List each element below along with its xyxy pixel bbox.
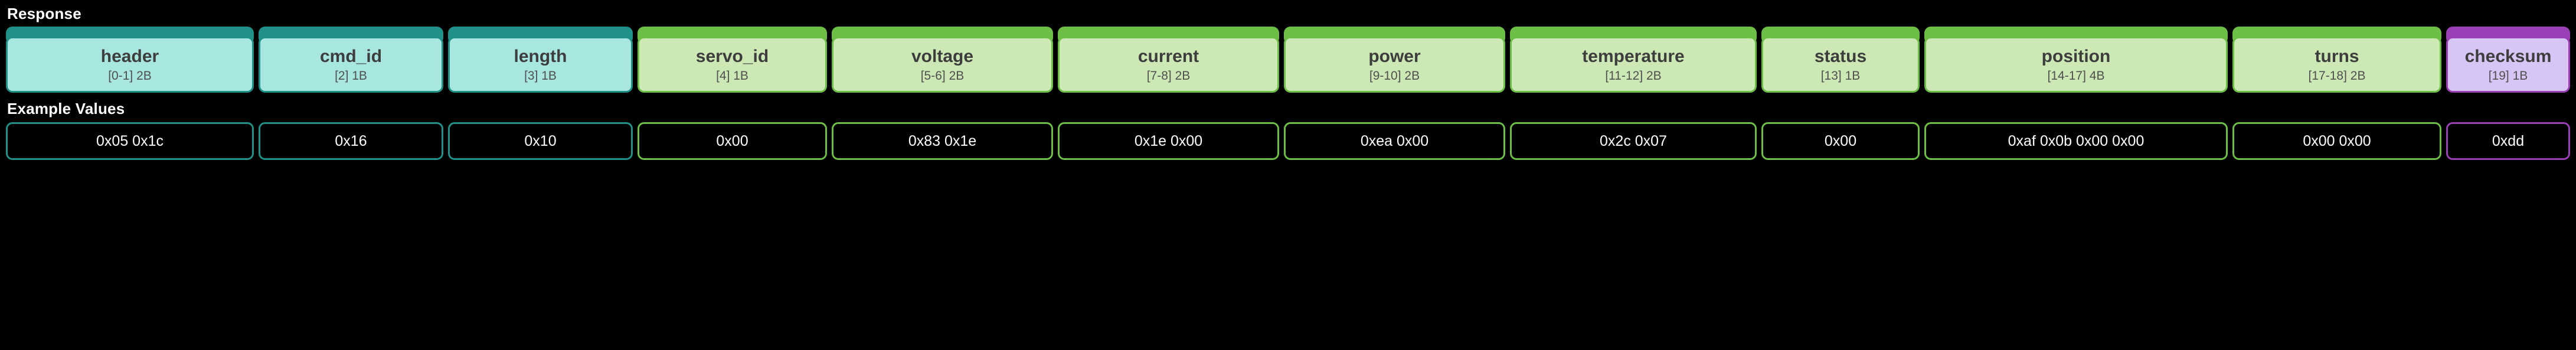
- field-body: cmd_id[2] 1B: [259, 37, 443, 93]
- example-value-text: 0x00: [1824, 132, 1857, 149]
- field-byte-range-label: [13] 1B: [1820, 68, 1861, 83]
- field-body: length[3] 1B: [448, 37, 633, 93]
- example-values-row: 0x05 0x1c 0x16 0x10 0x00 0x83 0x1e 0x1e 0x00 0…: [6, 122, 2570, 160]
- packet-field-turns: turns[17-18] 2B: [2232, 27, 2441, 93]
- example-value-turns: 0x00 0x00: [2232, 122, 2441, 160]
- example-value-status: 0x00: [1761, 122, 1920, 160]
- field-byte-range-label: [19] 1B: [2488, 68, 2528, 83]
- field-name-label: power: [1368, 47, 1421, 67]
- field-name-label: checksum: [2464, 47, 2552, 67]
- example-value-voltage: 0x83 0x1e: [832, 122, 1053, 160]
- example-value-text: 0x05 0x1c: [96, 132, 164, 149]
- field-byte-range-label: [17-18] 2B: [2308, 68, 2366, 83]
- example-value-text: 0x10: [524, 132, 557, 149]
- field-name-label: servo_id: [695, 47, 769, 67]
- response-section-title: Response: [7, 5, 81, 22]
- field-body: header[0-1] 2B: [6, 37, 254, 93]
- example-value-temperature: 0x2c 0x07: [1510, 122, 1757, 160]
- example-value-length: 0x10: [448, 122, 633, 160]
- field-name-label: status: [1814, 47, 1867, 67]
- field-byte-range-label: [9-10] 2B: [1369, 68, 1420, 83]
- packet-field-temperature: temperature[11-12] 2B: [1510, 27, 1757, 93]
- example-value-power: 0xea 0x00: [1284, 122, 1505, 160]
- field-body: power[9-10] 2B: [1284, 37, 1505, 93]
- packet-field-servo_id: servo_id[4] 1B: [638, 27, 827, 93]
- packet-field-length: length[3] 1B: [448, 27, 633, 93]
- example-value-text: 0xea 0x00: [1360, 132, 1429, 149]
- field-name-label: temperature: [1582, 47, 1685, 67]
- field-byte-range-label: [14-17] 4B: [2047, 68, 2105, 83]
- field-name-label: voltage: [911, 47, 974, 67]
- example-values-section-title: Example Values: [7, 100, 125, 117]
- field-byte-range-label: [0-1] 2B: [108, 68, 152, 83]
- example-value-cmd_id: 0x16: [259, 122, 443, 160]
- example-value-text: 0x00: [716, 132, 748, 149]
- example-value-text: 0xdd: [2492, 132, 2525, 149]
- example-value-position: 0xaf 0x0b 0x00 0x00: [1924, 122, 2228, 160]
- example-value-current: 0x1e 0x00: [1058, 122, 1279, 160]
- field-body: voltage[5-6] 2B: [832, 37, 1053, 93]
- example-value-text: 0x1e 0x00: [1134, 132, 1203, 149]
- field-name-label: cmd_id: [319, 47, 383, 67]
- field-body: checksum[19] 1B: [2446, 37, 2570, 93]
- packet-field-position: position[14-17] 4B: [1924, 27, 2228, 93]
- example-value-checksum: 0xdd: [2446, 122, 2570, 160]
- field-name-label: length: [514, 47, 567, 67]
- example-value-text: 0x00 0x00: [2303, 132, 2371, 149]
- packet-field-cmd_id: cmd_id[2] 1B: [259, 27, 443, 93]
- field-byte-range-label: [2] 1B: [335, 68, 367, 83]
- field-byte-range-label: [5-6] 2B: [920, 68, 965, 83]
- field-name-label: turns: [2315, 47, 2359, 67]
- field-byte-range-label: [11-12] 2B: [1605, 68, 1662, 83]
- field-name-label: current: [1137, 47, 1199, 67]
- packet-field-status: status[13] 1B: [1761, 27, 1920, 93]
- example-value-text: 0xaf 0x0b 0x00 0x00: [2008, 132, 2145, 149]
- packet-field-power: power[9-10] 2B: [1284, 27, 1505, 93]
- field-byte-range-label: [3] 1B: [524, 68, 557, 83]
- packet-field-checksum: checksum[19] 1B: [2446, 27, 2570, 93]
- field-name-label: position: [2041, 47, 2111, 67]
- example-value-text: 0x16: [335, 132, 367, 149]
- field-body: position[14-17] 4B: [1924, 37, 2228, 93]
- example-value-header: 0x05 0x1c: [6, 122, 254, 160]
- packet-field-header: header[0-1] 2B: [6, 27, 254, 93]
- field-body: temperature[11-12] 2B: [1510, 37, 1757, 93]
- example-value-text: 0x83 0x1e: [908, 132, 977, 149]
- field-body: status[13] 1B: [1761, 37, 1920, 93]
- packet-field-voltage: voltage[5-6] 2B: [832, 27, 1053, 93]
- field-body: servo_id[4] 1B: [638, 37, 827, 93]
- example-value-servo_id: 0x00: [638, 122, 827, 160]
- field-byte-range-label: [7-8] 2B: [1146, 68, 1191, 83]
- field-byte-range-label: [4] 1B: [716, 68, 748, 83]
- field-body: turns[17-18] 2B: [2232, 37, 2441, 93]
- field-body: current[7-8] 2B: [1058, 37, 1279, 93]
- example-value-text: 0x2c 0x07: [1600, 132, 1667, 149]
- packet-field-current: current[7-8] 2B: [1058, 27, 1279, 93]
- field-name-label: header: [100, 47, 159, 67]
